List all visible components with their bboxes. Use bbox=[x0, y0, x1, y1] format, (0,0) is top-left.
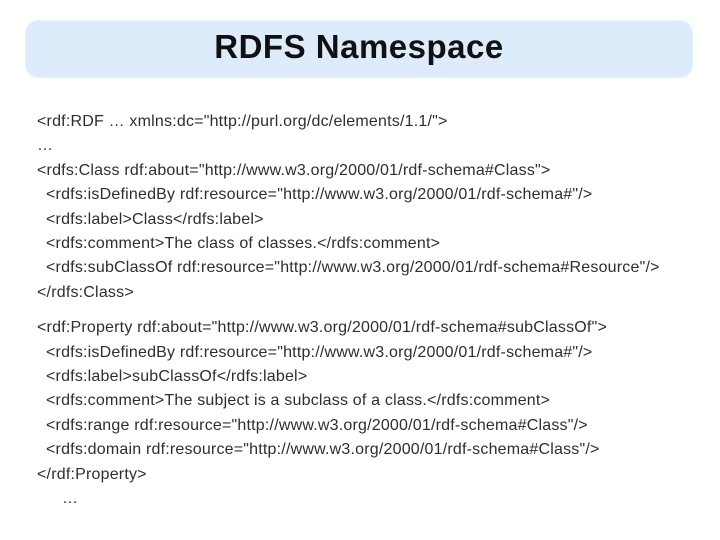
code-line: </rdfs:Class> bbox=[37, 283, 134, 301]
code-line: <rdfs:comment>The subject is a subclass … bbox=[46, 392, 551, 410]
code-line: <rdfs:label>subClassOf</rdfs:label> bbox=[46, 368, 308, 386]
code-block: <rdf:RDF … xmlns:dc="http://purl.org/dc/… bbox=[37, 110, 712, 305]
code-block: <rdf:Property rdf:about="http://www.w3.o… bbox=[37, 316, 712, 511]
code-line: <rdfs:subClassOf rdf:resource="http://ww… bbox=[46, 259, 660, 277]
code-line: <rdfs:range rdf:resource="http://www.w3.… bbox=[46, 416, 588, 434]
code-line: <rdfs:isDefinedBy rdf:resource="http://w… bbox=[46, 343, 593, 361]
slide-title-box: RDFS Namespace bbox=[25, 20, 693, 78]
code-line: <rdf:Property rdf:about="http://www.w3.o… bbox=[37, 319, 607, 337]
code-line: <rdfs:comment>The class of classes.</rdf… bbox=[46, 235, 441, 253]
code-line: … bbox=[62, 490, 79, 508]
code-line: … bbox=[37, 137, 54, 155]
code-line: <rdfs:isDefinedBy rdf:resource="http://w… bbox=[46, 186, 593, 204]
code-line: <rdfs:label>Class</rdfs:label> bbox=[46, 210, 264, 228]
code-area: <rdf:RDF … xmlns:dc="http://purl.org/dc/… bbox=[37, 110, 712, 512]
slide-title: RDFS Namespace bbox=[214, 28, 504, 65]
code-line: </rdf:Property> bbox=[37, 465, 147, 483]
code-line: <rdfs:domain rdf:resource="http://www.w3… bbox=[46, 441, 600, 459]
code-line: <rdfs:Class rdf:about="http://www.w3.org… bbox=[37, 161, 551, 179]
code-line: <rdf:RDF … xmlns:dc="http://purl.org/dc/… bbox=[37, 113, 448, 130]
